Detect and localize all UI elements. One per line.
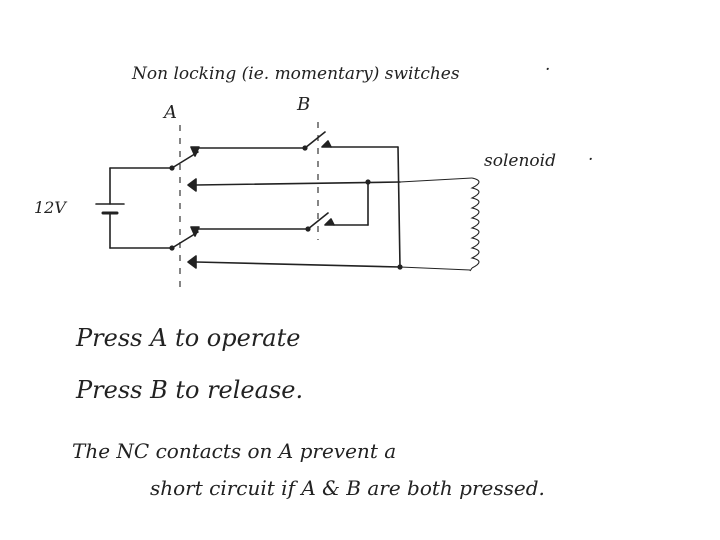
instruction-release: Press B to release. xyxy=(75,376,303,404)
voltage-label: 12V xyxy=(34,198,67,217)
switch-a-lower-contacts xyxy=(169,226,401,269)
note-line-2: short circuit if A & B are both pressed. xyxy=(150,476,545,500)
instruction-operate: Press A to operate xyxy=(75,324,300,352)
note-line-1: The NC contacts on A prevent a xyxy=(72,439,396,463)
right-wiring xyxy=(365,146,473,271)
switch-b-label: B xyxy=(296,94,310,115)
diagram-title: Non locking (ie. momentary) switches xyxy=(131,64,460,84)
switch-a-upper-contacts xyxy=(169,146,401,192)
title-period: . xyxy=(545,55,550,75)
battery-symbol xyxy=(95,167,171,249)
switch-b-upper-contacts xyxy=(302,131,399,151)
switch-b-lower-contacts xyxy=(305,181,369,232)
solenoid-period: . xyxy=(588,145,593,165)
solenoid-label: solenoid xyxy=(484,151,556,171)
switch-a-label: A xyxy=(162,102,177,123)
solenoid-coil xyxy=(469,177,480,272)
